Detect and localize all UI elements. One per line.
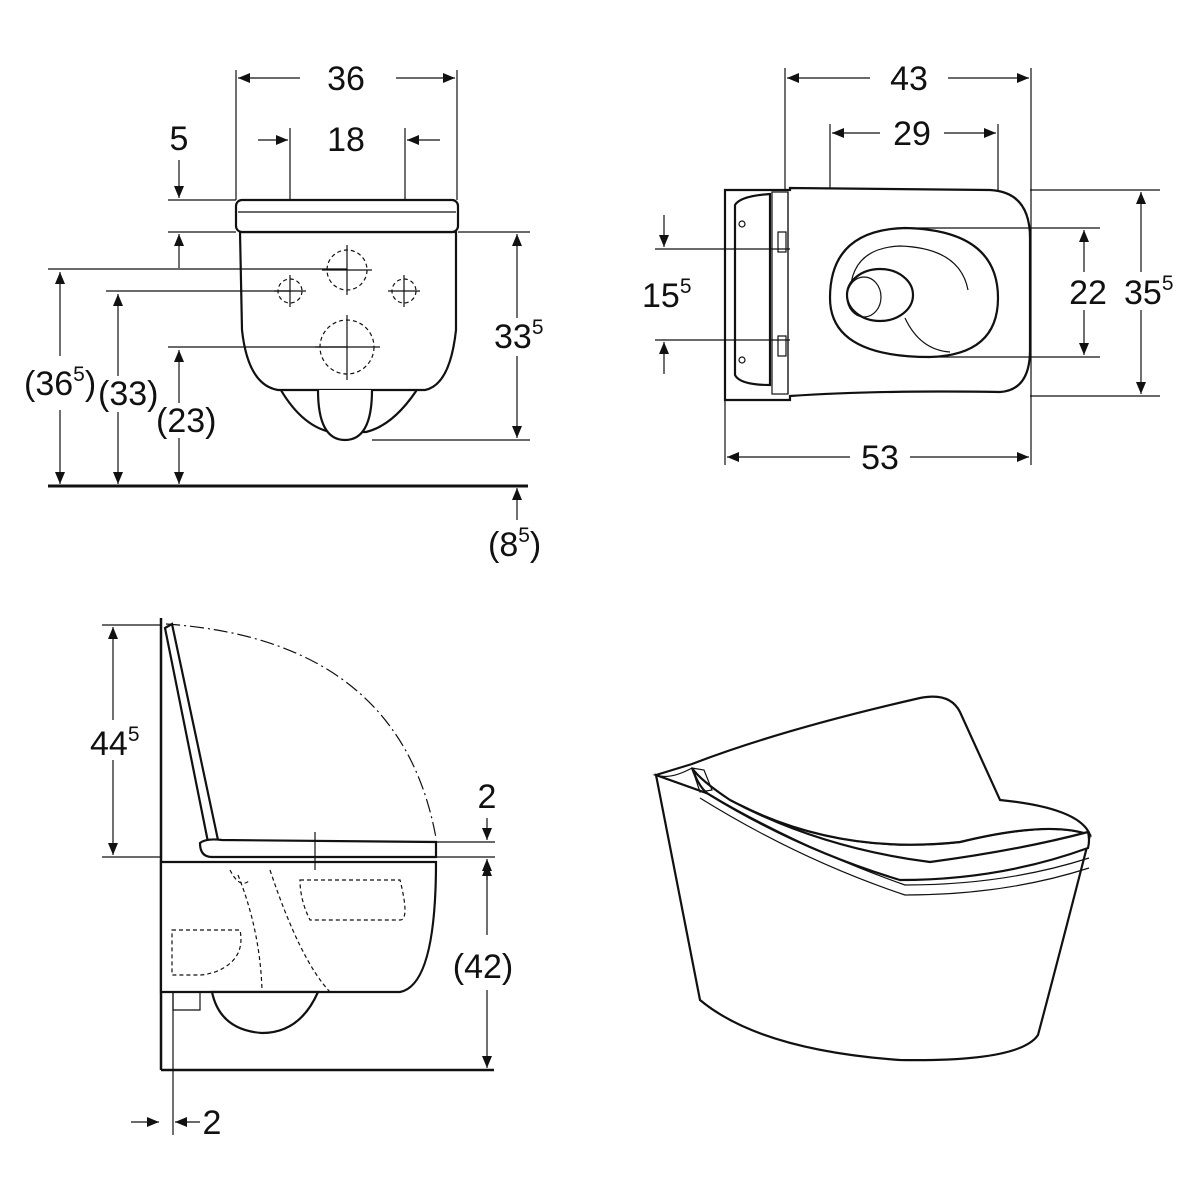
dimension-33-5-label: 33 xyxy=(494,318,532,356)
dimension-35-5-sup: 5 xyxy=(1162,272,1174,295)
dimension-53-label: 53 xyxy=(861,439,899,477)
dimension-8-5-close: ) xyxy=(530,526,541,564)
dimension-36-5-close: ) xyxy=(85,365,96,403)
svg-text:355: 355 xyxy=(1124,272,1174,312)
dimension-42: (42) xyxy=(453,864,513,1068)
dimension-2-wall: 2 xyxy=(131,1104,221,1142)
dimension-36-5-sup: 5 xyxy=(73,363,85,386)
dimension-42-label: (42) xyxy=(453,948,513,986)
dimension-35-5: 355 xyxy=(1124,192,1174,394)
toilet-side-outline xyxy=(159,622,438,1035)
dimension-2-seat-label: 2 xyxy=(478,778,497,816)
toilet-top-outline xyxy=(723,186,1032,402)
svg-text:(85): (85) xyxy=(488,524,541,564)
dimension-36-5: (365) xyxy=(24,272,96,484)
dimension-33: (33) xyxy=(98,294,158,484)
dimension-36-5-label: (36 xyxy=(24,365,73,403)
svg-text:(365): (365) xyxy=(24,363,96,403)
dimension-44-5-sup: 5 xyxy=(128,723,140,746)
dimension-5: 5 xyxy=(170,120,189,268)
dimension-8-5-sup: 5 xyxy=(518,524,530,547)
dimension-43-label: 43 xyxy=(890,60,928,98)
dimension-44-5: 445 xyxy=(90,627,140,855)
dimension-15-5-sup: 5 xyxy=(680,275,692,298)
dimension-43: 43 xyxy=(787,60,1029,98)
dimension-15-5: 155 xyxy=(642,215,692,374)
dimension-53: 53 xyxy=(727,439,1029,477)
fixing-holes xyxy=(274,245,420,380)
dimension-8-5: (85) xyxy=(488,488,541,564)
dimension-29: 29 xyxy=(832,115,996,153)
dimension-44-5-label: 44 xyxy=(90,725,128,763)
side-view: 445 2 (42) 2 xyxy=(90,618,513,1142)
dimension-18-label: 18 xyxy=(327,121,365,159)
dimension-36: 36 xyxy=(238,60,455,98)
dimension-36-label: 36 xyxy=(327,60,365,98)
wall-hung-toilet-icon xyxy=(652,695,1092,1062)
front-view: 36 18 5 xyxy=(24,60,544,564)
dimension-33-5-sup: 5 xyxy=(532,316,544,339)
dimension-22-label: 22 xyxy=(1069,274,1107,312)
svg-text:155: 155 xyxy=(642,275,692,315)
toilet-front-outline xyxy=(234,198,460,442)
dimension-5-label: 5 xyxy=(170,120,189,158)
dimension-29-label: 29 xyxy=(893,115,931,153)
dimension-33-5: 335 xyxy=(494,234,544,438)
dimension-35-5-label: 35 xyxy=(1124,274,1162,312)
svg-text:445: 445 xyxy=(90,723,140,763)
dimension-33-label: (33) xyxy=(98,375,158,413)
top-view: 43 29 xyxy=(642,60,1174,477)
dimension-2-wall-label: 2 xyxy=(203,1104,222,1142)
svg-text:335: 335 xyxy=(494,316,544,356)
dimension-22: 22 xyxy=(1069,230,1107,355)
dimension-15-5-label: 15 xyxy=(642,277,680,315)
dimension-23-label: (23) xyxy=(156,402,216,440)
dimension-23: (23) xyxy=(156,350,216,484)
dimension-18: 18 xyxy=(258,121,440,159)
dimension-8-5-label: (8 xyxy=(488,526,518,564)
